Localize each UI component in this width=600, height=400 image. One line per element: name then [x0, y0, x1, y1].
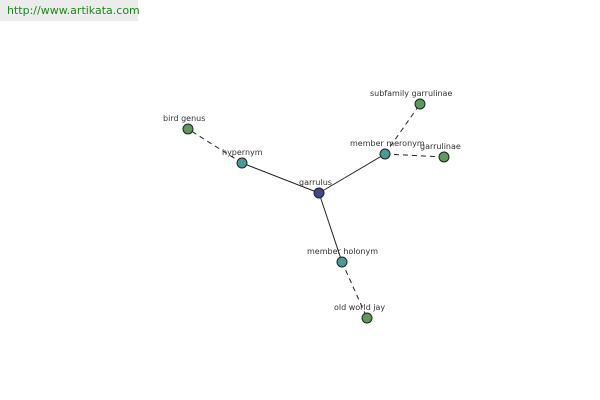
label-hypernym[interactable]: hypernym	[222, 148, 263, 157]
edge-holonym-old-world-jay	[341, 261, 368, 319]
label-bird-genus[interactable]: bird genus	[163, 114, 205, 123]
node-garrulinae[interactable]	[438, 151, 450, 163]
label-member-meronym[interactable]: member meronym	[350, 139, 425, 148]
edge-meronym-subfamily-garrulinae	[384, 103, 421, 155]
node-hypernym[interactable]	[236, 157, 248, 169]
node-member-meronym[interactable]	[379, 148, 391, 160]
edge-center-member-holonym	[318, 192, 343, 263]
label-garrulinae[interactable]: garrulinae	[420, 142, 461, 151]
node-center[interactable]	[313, 187, 325, 199]
edge-center-member-meronym	[318, 153, 386, 194]
edge-meronym-garrulinae	[384, 153, 445, 158]
node-bird-genus[interactable]	[182, 123, 194, 135]
label-center[interactable]: garrulus	[299, 178, 332, 187]
node-member-holonym[interactable]	[336, 256, 348, 268]
label-member-holonym[interactable]: member holonym	[307, 247, 378, 256]
edge-center-hypernym	[241, 162, 320, 194]
node-subfamily-garrulinae[interactable]	[414, 98, 426, 110]
label-old-world-jay[interactable]: old world jay	[334, 303, 385, 312]
edge-hypernym-bird-genus	[187, 128, 243, 164]
label-subfamily-garrulinae[interactable]: subfamily garrulinae	[370, 89, 452, 98]
site-url[interactable]: http://www.artikata.com	[0, 0, 140, 21]
node-old-world-jay[interactable]	[361, 312, 373, 324]
